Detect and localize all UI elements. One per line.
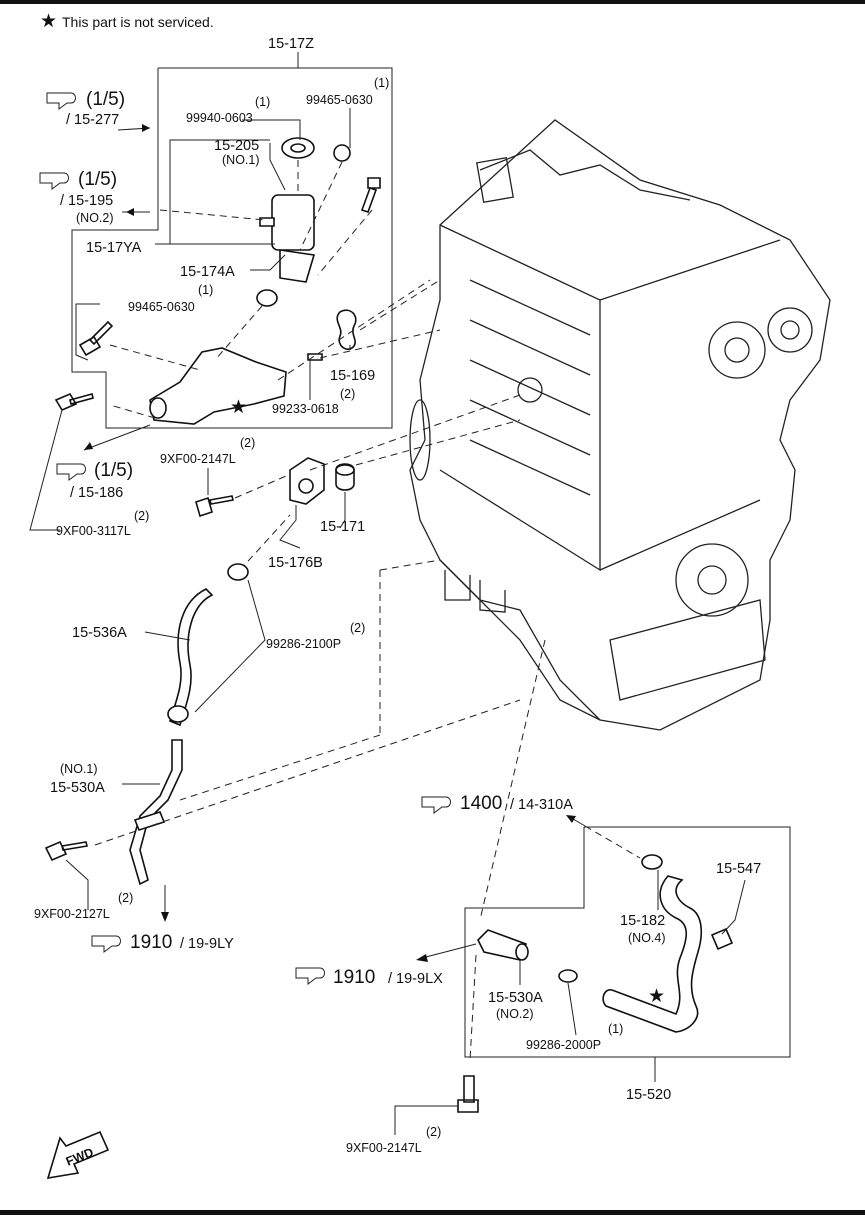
hose-15-520[interactable] xyxy=(602,875,703,1033)
hand-pointer-icon xyxy=(421,796,451,814)
label-15-176b[interactable]: 15-176B xyxy=(268,555,323,571)
bolt-9xf00-2147l-a[interactable] xyxy=(195,495,234,518)
svg-text:/ 19-9LX: / 19-9LX xyxy=(388,971,443,987)
hose-15-536a[interactable] xyxy=(169,588,214,727)
clip-15-547[interactable] xyxy=(710,927,734,951)
assembly-box-15-17z xyxy=(71,67,393,429)
qty-9xf00-2147l-a: (2) xyxy=(240,436,255,450)
label-9xf00-2147l-b[interactable]: 9XF00-2147L xyxy=(346,1141,422,1155)
qty-99940-0603: (1) xyxy=(255,95,270,109)
label-99233-0618[interactable]: 99233-0618 xyxy=(272,402,339,416)
ref-callout-15-195[interactable]: (1/5) / 15-195 (NO.2) xyxy=(39,169,117,225)
svg-text:1910: 1910 xyxy=(130,932,172,953)
svg-text:/ 15-186: / 15-186 xyxy=(70,485,123,501)
svg-text:(1/5): (1/5) xyxy=(86,89,125,110)
hand-pointer-icon xyxy=(56,463,86,481)
ref-callout-15-186[interactable]: (1/5) / 15-186 xyxy=(56,460,133,501)
svg-text:(1/5): (1/5) xyxy=(78,169,117,190)
svg-text:/ 14-310A: / 14-310A xyxy=(510,797,573,813)
label-99286-2100p[interactable]: 99286-2100P xyxy=(266,637,341,651)
qty-99286-2100p: (2) xyxy=(350,621,365,635)
fwd-arrow-icon: FWD xyxy=(46,1130,110,1180)
label-99465-0630-a[interactable]: 99465-0630 xyxy=(306,93,373,107)
clamp-99286-2100p-b[interactable] xyxy=(167,705,189,723)
bottom-border xyxy=(0,1210,865,1215)
qty-99233-0618: (2) xyxy=(340,387,355,401)
qty-99465-0630-b: (1) xyxy=(198,283,213,297)
engine-block-illustration xyxy=(409,119,831,731)
hand-pointer-icon xyxy=(39,172,69,190)
bolt-9xf00-2147l-b[interactable] xyxy=(457,1075,479,1113)
label-15-536a[interactable]: 15-536A xyxy=(72,625,127,641)
svg-text:1910: 1910 xyxy=(333,967,375,988)
label-9xf00-3117l[interactable]: 9XF00-3117L xyxy=(56,524,131,538)
clamp-15-182[interactable] xyxy=(641,854,663,870)
not-serviced-star-icon-b: ★ xyxy=(648,986,665,1007)
sub-15-182: (NO.4) xyxy=(628,931,666,945)
label-15-520[interactable]: 15-520 xyxy=(626,1087,671,1103)
ref-callout-19-9ly[interactable]: 1910 / 19-9LY xyxy=(91,932,234,953)
label-9xf00-2147l-a[interactable]: 9XF00-2147L xyxy=(160,452,236,466)
label-99286-2000p[interactable]: 99286-2000P xyxy=(526,1038,601,1052)
assembly-box-15-520 xyxy=(464,826,791,1058)
sub-15-530a-b: (NO.2) xyxy=(496,1007,534,1021)
thermostat-housing[interactable] xyxy=(78,137,381,425)
svg-text:/ 15-277: / 15-277 xyxy=(66,112,119,128)
bolt-9xf00-2127l[interactable] xyxy=(44,840,88,862)
pipe-15-530a-no1[interactable] xyxy=(129,739,183,886)
svg-text:/ 15-195: / 15-195 xyxy=(60,193,113,209)
bolt-9xf00-3117l[interactable] xyxy=(54,392,94,412)
label-15-182[interactable]: 15-182 xyxy=(620,913,665,929)
label-99940-0603[interactable]: 99940-0603 xyxy=(186,111,253,125)
label-15-530a-b[interactable]: 15-530A xyxy=(488,990,543,1006)
qty-9xf00-2127l: (2) xyxy=(118,891,133,905)
svg-text:/ 19-9LY: / 19-9LY xyxy=(180,936,234,952)
ref-callout-14-310a[interactable]: 1400 / 14-310A xyxy=(421,793,573,814)
label-9xf00-2127l[interactable]: 9XF00-2127L xyxy=(34,907,110,921)
qty-9xf00-2147l-b: (2) xyxy=(426,1125,441,1139)
hand-pointer-icon xyxy=(91,935,121,953)
svg-text:1400: 1400 xyxy=(460,793,502,814)
note-star-icon: ★ xyxy=(40,11,57,32)
qty-99465-0630-a: (1) xyxy=(374,76,389,90)
svg-text:(NO.2): (NO.2) xyxy=(76,211,114,225)
top-border xyxy=(0,0,865,4)
label-15-547[interactable]: 15-547 xyxy=(716,861,761,877)
ref-callout-15-277[interactable]: (1/5) / 15-277 xyxy=(46,89,125,128)
sub-15-530a-a: (NO.1) xyxy=(60,762,98,776)
clamp-99286-2000p[interactable] xyxy=(558,969,578,983)
hand-pointer-icon xyxy=(295,967,325,985)
label-15-171[interactable]: 15-171 xyxy=(320,519,365,535)
label-15-174a[interactable]: 15-174A xyxy=(180,264,235,280)
qty-9xf00-3117l: (2) xyxy=(134,509,149,523)
note-text: This part is not serviced. xyxy=(62,14,214,30)
ref-callout-19-9lx[interactable]: 1910 / 19-9LX xyxy=(295,967,443,988)
label-15-17ya[interactable]: 15-17YA xyxy=(86,240,142,256)
not-serviced-star-icon-a: ★ xyxy=(230,397,247,418)
svg-text:(1/5): (1/5) xyxy=(94,460,133,481)
clamp-99286-2100p-a[interactable] xyxy=(227,563,249,581)
qty-99286-2000p: (1) xyxy=(608,1022,623,1036)
label-15-169[interactable]: 15-169 xyxy=(330,368,375,384)
label-15-205[interactable]: 15-205 xyxy=(214,138,259,154)
label-99465-0630-b[interactable]: 99465-0630 xyxy=(128,300,195,314)
label-15-530a-a[interactable]: 15-530A xyxy=(50,780,105,796)
hand-pointer-icon xyxy=(46,92,76,110)
sub-15-205: (NO.1) xyxy=(222,153,260,167)
label-15-17z[interactable]: 15-17Z xyxy=(268,36,314,52)
